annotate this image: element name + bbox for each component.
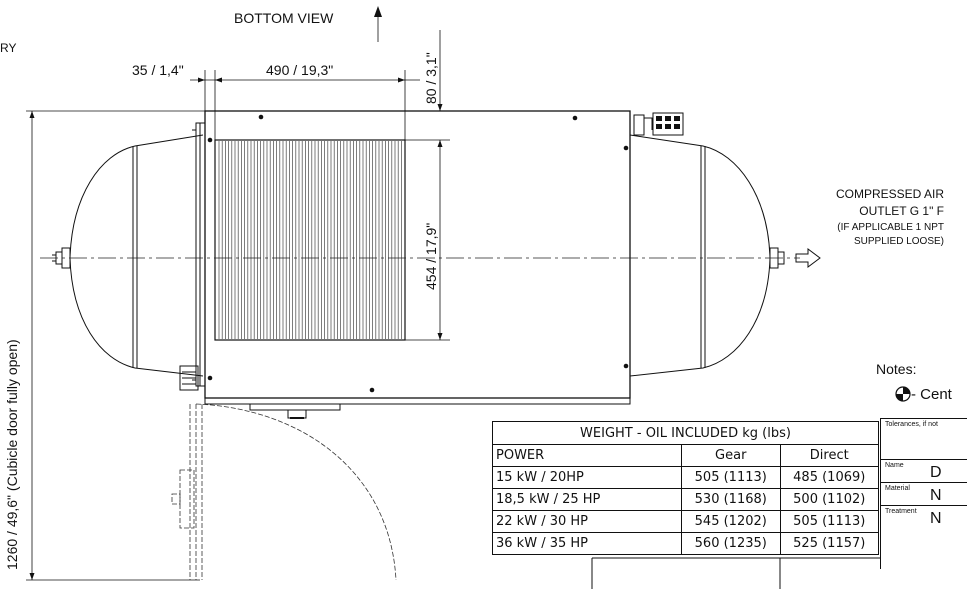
notes-label: Notes: — [876, 361, 917, 377]
tolerances-label: Tolerances, if not — [885, 421, 938, 428]
name-label: Name — [885, 462, 904, 469]
dim-height: 454 / 17,9" — [423, 223, 439, 290]
dim-offset: 35 / 1,4" — [132, 62, 184, 78]
cell-direct: 505 (1113) — [779, 510, 879, 533]
centre-of-gravity-note: - Cent — [895, 386, 952, 403]
cell-gear: 530 (1168) — [681, 488, 781, 511]
col-header-power: POWER — [492, 444, 682, 467]
material-value: N — [930, 487, 942, 504]
outlet-note: COMPRESSED AIR OUTLET G 1" F (IF APPLICA… — [836, 187, 944, 247]
treatment-label: Treatment — [885, 508, 917, 515]
svg-text:OUTLET G 1" F: OUTLET G 1" F — [859, 204, 944, 218]
cell-gear: 560 (1235) — [681, 532, 781, 555]
cell-direct: 500 (1102) — [779, 488, 879, 511]
treatment-value: N — [930, 510, 942, 527]
dim-overall: 1260 / 49,6" (Cubicle door fully open) — [4, 339, 20, 570]
cell-power: 22 kW / 30 HP — [492, 510, 682, 533]
outlet-arrow — [795, 248, 821, 268]
weight-table-header-row: POWER Gear Direct — [492, 444, 879, 467]
svg-text:SUPPLIED LOOSE): SUPPLIED LOOSE) — [854, 236, 944, 247]
svg-text:COMPRESSED AIR: COMPRESSED AIR — [836, 187, 944, 201]
table-row: 36 kW / 35 HP 560 (1235) 525 (1157) — [492, 532, 879, 555]
centre-of-gravity-icon — [895, 386, 911, 402]
centre-note-text: - Cent — [911, 386, 952, 403]
cell-direct: 485 (1069) — [779, 466, 879, 489]
table-row: 22 kW / 30 HP 545 (1202) 505 (1113) — [492, 510, 879, 533]
cell-power: 36 kW / 35 HP — [492, 532, 682, 555]
clipped-label: RY — [0, 41, 16, 55]
weight-table: WEIGHT - OIL INCLUDED kg (lbs) POWER Gea… — [492, 421, 879, 555]
dim-width: 490 / 19,3" — [266, 62, 333, 78]
svg-text:(IF APPLICABLE 1 NPT: (IF APPLICABLE 1 NPT — [837, 222, 944, 233]
dim-top-offset: 80 / 3,1" — [423, 52, 439, 104]
title-block: Tolerances, if not Name D Material N Tre… — [880, 418, 967, 569]
radiator — [214, 139, 406, 341]
name-value: D — [930, 464, 942, 481]
bottom-view-label: BOTTOM VIEW — [234, 10, 334, 26]
cell-direct: 525 (1157) — [779, 532, 879, 555]
cell-power: 18,5 kW / 25 HP — [492, 488, 682, 511]
table-row: 18,5 kW / 25 HP 530 (1168) 500 (1102) — [492, 488, 879, 511]
material-label: Material — [885, 485, 910, 492]
